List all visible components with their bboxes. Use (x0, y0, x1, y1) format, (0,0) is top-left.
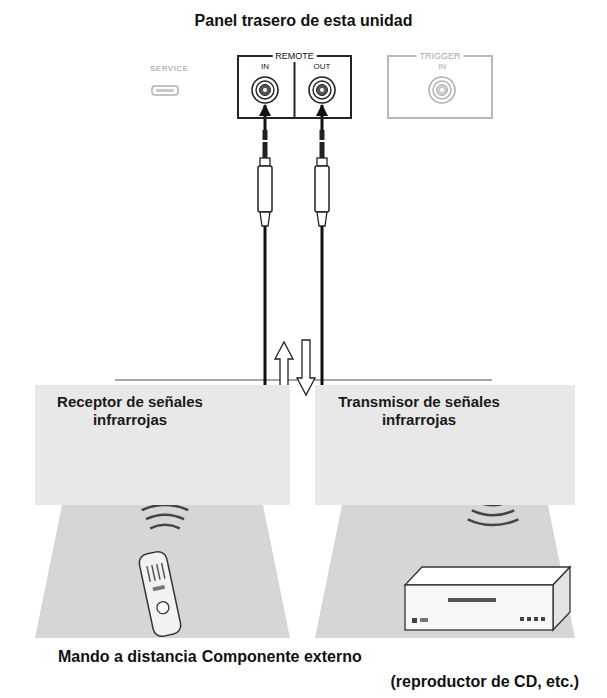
jack: OUT (307, 61, 337, 105)
ir-wave (142, 505, 188, 510)
port-label: SERVICE (150, 64, 188, 73)
floor-area (315, 505, 575, 638)
jack-label: IN (427, 61, 457, 73)
jack-socket (427, 75, 457, 105)
signal-arrow (297, 340, 315, 395)
connector-group: TRIGGERIN (387, 55, 493, 119)
ir-wave (472, 510, 514, 515)
divider (294, 55, 296, 119)
cd-player (405, 567, 570, 630)
caption-text: Mando a distancia (58, 648, 197, 666)
mini-plug (315, 130, 329, 226)
service-port (156, 89, 174, 92)
service-port (152, 86, 178, 95)
caption-text: (reproductor de CD, etc.) (391, 673, 579, 691)
ir-wave (468, 519, 519, 525)
jack-label: IN (250, 61, 280, 73)
jack-label: OUT (307, 61, 337, 73)
group-heading: REMOTE (272, 50, 317, 62)
mini-plug (258, 130, 272, 226)
ir-wave (150, 525, 180, 528)
connector-group: REMOTEINOUT (237, 55, 352, 119)
room-panel: Transmisor de señales infrarrojas (315, 385, 575, 505)
cable-connector (264, 105, 267, 385)
jack: IN (250, 61, 280, 105)
group-heading: TRIGGER (416, 50, 463, 62)
caption-text: Componente externo (202, 648, 362, 666)
floor-area (35, 505, 290, 638)
panel-label: Transmisor de señales infrarrojas (330, 393, 508, 429)
jack-socket (307, 75, 337, 105)
title: Panel trasero de esta unidad (0, 12, 607, 30)
jack-socket (250, 75, 280, 105)
ir-wave (146, 515, 184, 519)
room-panel: Receptor de señales infrarrojas (35, 385, 290, 505)
panel-label: Receptor de señales infrarrojas (45, 393, 215, 429)
cable-connector (321, 105, 324, 385)
jack: IN (427, 61, 457, 105)
remote-control (138, 550, 183, 638)
